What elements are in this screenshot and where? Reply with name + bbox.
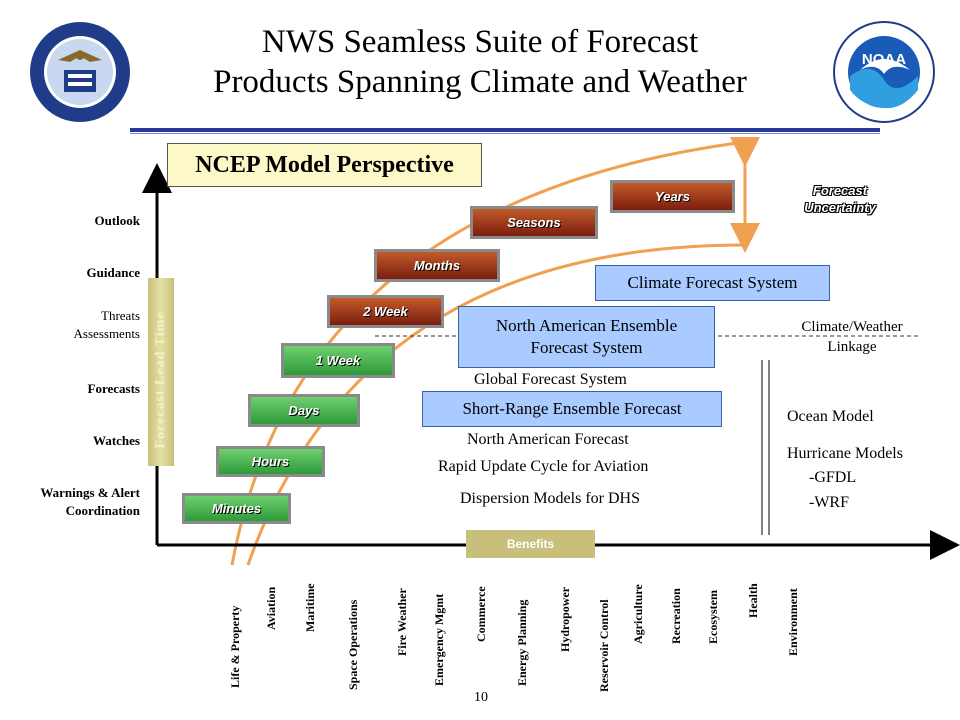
y-label-threats: Threats Assessments <box>74 307 140 343</box>
x-label-fire-weather: Fire Weather <box>395 588 409 656</box>
global-forecast-system-label: Global Forecast System <box>474 371 627 388</box>
y-label-threats-line2: Assessments <box>73 326 140 341</box>
climate-forecast-system-box: Climate Forecast System <box>595 265 830 301</box>
benefits-label: Benefits <box>466 530 595 558</box>
ncep-model-perspective-label: NCEP Model Perspective <box>167 143 482 187</box>
x-label-hydropower: Hydropower <box>558 586 572 652</box>
y-label-warnings-line2: Coordination <box>65 503 140 518</box>
y-label-threats-line1: Threats <box>101 308 140 323</box>
time-box-months: Months <box>374 249 500 282</box>
x-label-reservoir-control: Reservoir Control <box>597 599 611 692</box>
naefs-line1: North American Ensemble <box>495 316 678 335</box>
time-box-years: Years <box>610 180 735 213</box>
gfdl-label: -GFDL <box>809 469 857 486</box>
title-line-1: NWS Seamless Suite of Forecast <box>261 24 699 60</box>
time-box-minutes: Minutes <box>182 493 291 524</box>
x-label-commerce: Commerce <box>474 586 488 642</box>
hurricane-models-label: Hurricane Models <box>787 445 903 462</box>
linkage-line2: Linkage <box>827 339 877 355</box>
x-label-aviation: Aviation <box>264 586 278 630</box>
climate-weather-linkage-label: Climate/Weather Linkage <box>786 317 918 357</box>
forecast-uncertainty-line1: Forecast <box>812 183 868 198</box>
forecast-uncertainty-label: Forecast Uncertainty <box>790 182 890 216</box>
forecast-uncertainty-line2: Uncertainty <box>804 200 876 215</box>
north-american-forecast-label: North American Forecast <box>467 431 629 448</box>
x-label-agriculture: Agriculture <box>631 584 645 644</box>
noaa-logo-text: NOAA <box>862 51 906 68</box>
time-box-seasons: Seasons <box>470 206 598 239</box>
time-box-days: Days <box>248 394 360 427</box>
rapid-update-cycle-label: Rapid Update Cycle for Aviation <box>438 458 649 475</box>
x-label-life-property: Life & Property <box>228 605 242 688</box>
forecast-lead-time-bar <box>148 278 174 466</box>
x-label-ecosystem: Ecosystem <box>706 590 720 644</box>
x-label-health: Health <box>746 583 760 618</box>
wrf-label: -WRF <box>809 494 849 511</box>
time-box-hours: Hours <box>216 446 325 477</box>
x-label-maritime: Maritime <box>303 583 317 632</box>
x-label-environment: Environment <box>786 588 800 656</box>
ocean-model-label: Ocean Model <box>787 408 874 425</box>
naefs-line2: Forecast System <box>530 338 643 357</box>
x-label-emergency-mgmt: Emergency Mgmt <box>432 593 446 686</box>
north-american-ensemble-box: North American Ensemble Forecast System <box>458 306 715 368</box>
title-rule-thin <box>130 133 880 134</box>
page-number: 10 <box>474 690 488 705</box>
page-title: NWS Seamless Suite of Forecast Products … <box>150 22 810 102</box>
y-label-forecasts: Forecasts <box>87 381 140 396</box>
dispersion-models-label: Dispersion Models for DHS <box>460 490 640 507</box>
forecast-lead-time-title: Forecast Lead Time <box>153 311 168 449</box>
title-line-2: Products Spanning Climate and Weather <box>213 64 747 100</box>
x-label-energy-planning: Energy Planning <box>515 599 529 686</box>
linkage-line1: Climate/Weather <box>801 319 903 335</box>
time-box-2-week: 2 Week <box>327 295 444 328</box>
time-box-1-week: 1 Week <box>281 343 395 378</box>
y-label-warnings-line1: Warnings & Alert <box>40 485 140 500</box>
department-of-commerce-seal <box>30 22 130 122</box>
title-rule <box>130 128 880 132</box>
y-label-warnings: Warnings & Alert Coordination <box>40 484 140 520</box>
short-range-ensemble-box: Short-Range Ensemble Forecast <box>422 391 722 427</box>
x-label-space-operations: Space Operations <box>346 599 360 690</box>
y-label-watches: Watches <box>93 433 140 448</box>
x-label-recreation: Recreation <box>669 588 683 644</box>
noaa-logo: NOAA <box>833 21 935 123</box>
y-label-guidance: Guidance <box>86 265 140 280</box>
y-label-outlook: Outlook <box>94 213 140 228</box>
